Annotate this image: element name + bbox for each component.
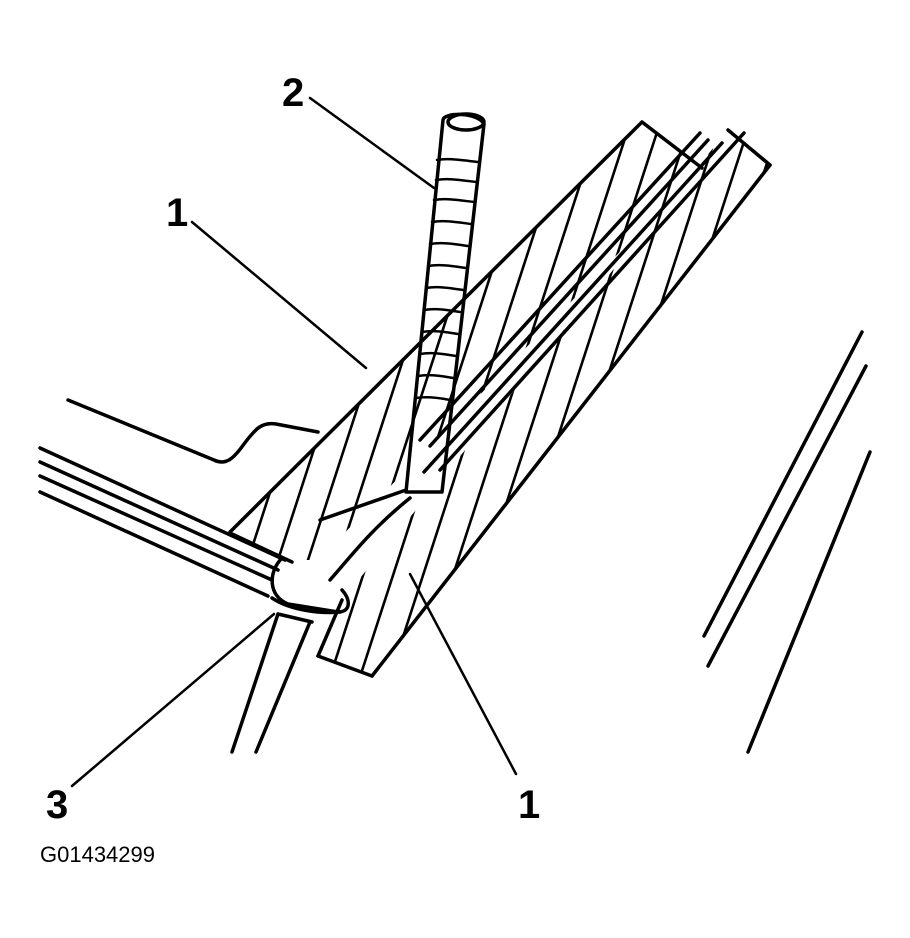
leader-c1-lower (408, 572, 518, 776)
hatch-line (648, 130, 770, 676)
hatch-line (0, 0, 190, 800)
hatch-line (0, 0, 70, 800)
hatch-line (770, 0, 910, 800)
hatch-line (0, 0, 40, 800)
hatch-line (0, 0, 100, 800)
leader-lines (70, 96, 518, 788)
hatch-line (800, 0, 910, 800)
hatch-line (0, 0, 220, 800)
hatch-line (0, 0, 190, 800)
hatch-line (0, 0, 100, 800)
hatch-line (830, 0, 910, 800)
hatch-line (230, 122, 312, 560)
hatch-line (618, 122, 702, 560)
hatch-line (230, 122, 372, 560)
body-panel-lines (38, 398, 320, 754)
hatch-line (318, 130, 342, 676)
hatch-line (588, 122, 702, 560)
hatch-line (558, 130, 770, 676)
hatch-line (588, 130, 770, 676)
hatch-line (0, 0, 130, 800)
cutting-wire-tool (404, 112, 486, 494)
right-edge-lines (702, 330, 872, 754)
hatch-line (0, 0, 10, 800)
hatch-line (0, 0, 220, 800)
hatch-line (0, 0, 70, 800)
hatch-line (678, 130, 770, 676)
hatch-line (678, 122, 702, 560)
hatch-line (0, 0, 10, 800)
hatch-line (830, 0, 910, 800)
hatch-line (0, 0, 250, 800)
callout-1-lower: 1 (518, 783, 540, 827)
hatch-line (768, 130, 770, 676)
hatch-line (0, 0, 160, 800)
molding-lip (270, 488, 412, 615)
hatch-line (20, 0, 280, 800)
leader-c1-upper (190, 220, 368, 370)
hatch-line (618, 130, 770, 676)
hatch-line (708, 130, 770, 676)
callout-3: 3 (46, 783, 68, 827)
hatch-line (710, 0, 910, 800)
urethane-gap (418, 131, 746, 474)
callout-1-upper: 1 (166, 191, 188, 235)
hatch-line (318, 130, 372, 676)
leader-c3 (70, 612, 276, 788)
callout-2: 2 (282, 71, 304, 115)
hatch-line (558, 122, 702, 560)
hatch-line (0, 0, 40, 800)
hatch-line (0, 0, 160, 800)
figure-id: G01434299 (40, 842, 155, 867)
leader-c2 (308, 96, 436, 190)
hatch-line (0, 0, 130, 800)
hatch-line (230, 122, 282, 560)
hatch-line (230, 122, 342, 560)
hatch-line (50, 0, 310, 800)
hatch-line (230, 122, 252, 560)
hatch-line (800, 0, 910, 800)
hatch-line (648, 122, 702, 560)
